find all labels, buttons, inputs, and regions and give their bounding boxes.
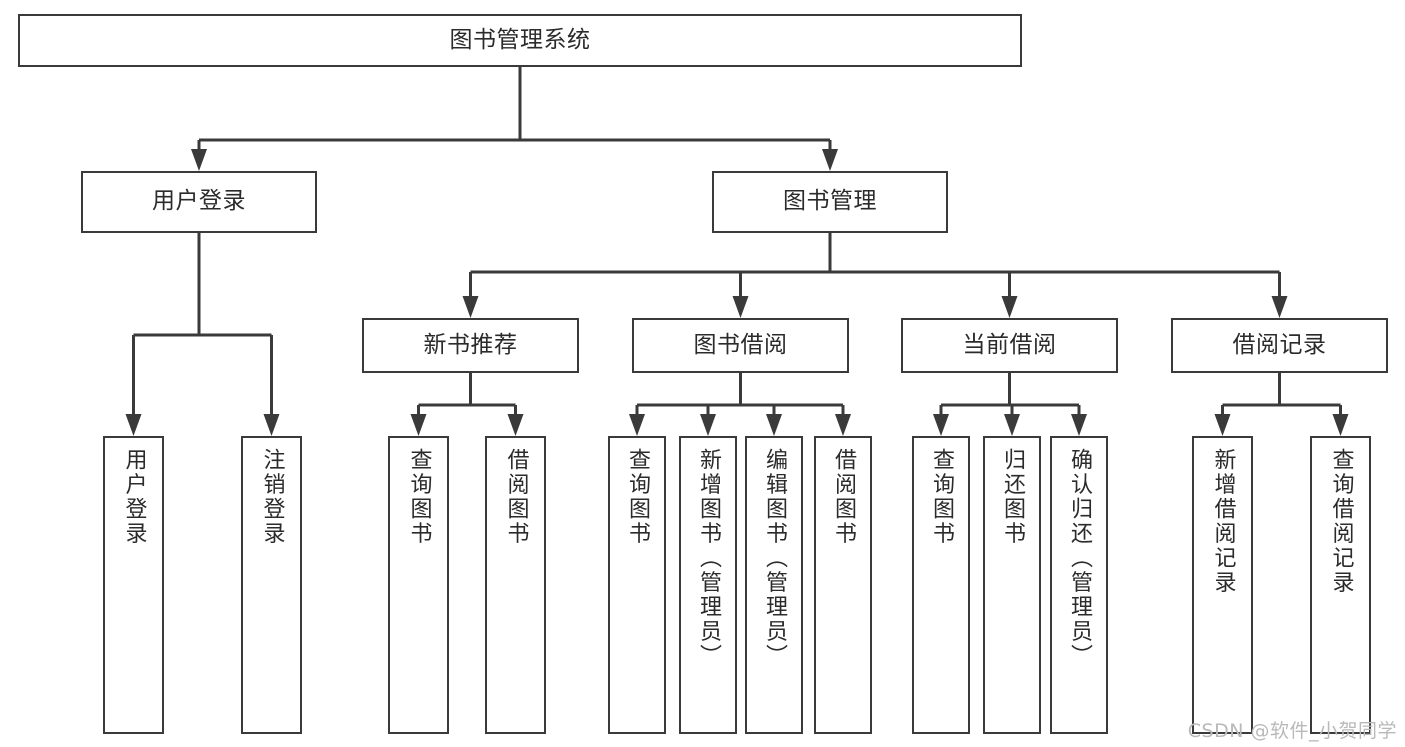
leaf-node-leaf-borrow-book[interactable]: 借阅图书 <box>814 436 872 734</box>
node-label: 新书推荐 <box>423 331 518 358</box>
node-label: 查询图书 <box>625 448 650 546</box>
leaf-node-leaf-borrow-book-rec[interactable]: 借阅图书 <box>485 436 546 734</box>
leaf-node-leaf-logout[interactable]: 注销登录 <box>241 436 302 734</box>
node-label: 新增借阅记录 <box>1210 448 1236 595</box>
leaf-node-leaf-add-book-admin[interactable]: 新增图书（管理员） <box>679 436 737 734</box>
leaf-node-leaf-confirm-return-admin[interactable]: 确认归还（管理员） <box>1050 436 1108 734</box>
branch-node-current-borrow[interactable]: 当前借阅 <box>901 318 1118 373</box>
node-label: 查询图书 <box>929 448 954 546</box>
node-label: 编辑图书（管理员） <box>762 448 787 669</box>
node-label: 当前借阅 <box>962 331 1057 358</box>
node-label: 确认归还（管理员） <box>1067 448 1092 669</box>
branch-node-book-borrow[interactable]: 图书借阅 <box>632 318 849 373</box>
node-label: 借阅图书 <box>831 448 856 546</box>
node-label: 图书借阅 <box>693 331 788 358</box>
node-label: 查询图书 <box>406 448 432 546</box>
watermark-text: CSDN @软件_小贺同学 <box>1187 720 1397 742</box>
leaf-node-leaf-user-login[interactable]: 用户登录 <box>103 436 164 734</box>
node-label: 用户登录 <box>121 448 147 546</box>
branch-node-borrow-record[interactable]: 借阅记录 <box>1171 318 1388 373</box>
node-label: 用户登录 <box>152 188 246 215</box>
node-label: 借阅图书 <box>503 448 529 546</box>
leaf-node-leaf-query-book-current[interactable]: 查询图书 <box>912 436 970 734</box>
branch-node-user-login[interactable]: 用户登录 <box>81 171 317 233</box>
leaf-node-leaf-add-borrow-record[interactable]: 新增借阅记录 <box>1192 436 1253 734</box>
leaf-node-leaf-query-book-rec[interactable]: 查询图书 <box>388 436 449 734</box>
node-label: 归还图书 <box>1000 448 1025 546</box>
leaf-node-leaf-query-book-borrow[interactable]: 查询图书 <box>608 436 666 734</box>
leaf-node-leaf-edit-book-admin[interactable]: 编辑图书（管理员） <box>745 436 803 734</box>
node-label: 查询借阅记录 <box>1328 448 1354 595</box>
node-label: 新增图书（管理员） <box>696 448 721 669</box>
root-node-root[interactable]: 图书管理系统 <box>18 14 1022 67</box>
branch-node-new-book-recommend[interactable]: 新书推荐 <box>362 318 579 373</box>
node-label: 图书管理系统 <box>449 26 591 53</box>
leaf-node-leaf-query-borrow-record[interactable]: 查询借阅记录 <box>1310 436 1371 734</box>
node-label: 注销登录 <box>259 448 285 546</box>
leaf-node-leaf-return-book[interactable]: 归还图书 <box>983 436 1041 734</box>
branch-node-book-management[interactable]: 图书管理 <box>712 171 948 233</box>
node-label: 图书管理 <box>783 188 877 215</box>
node-label: 借阅记录 <box>1232 331 1327 358</box>
